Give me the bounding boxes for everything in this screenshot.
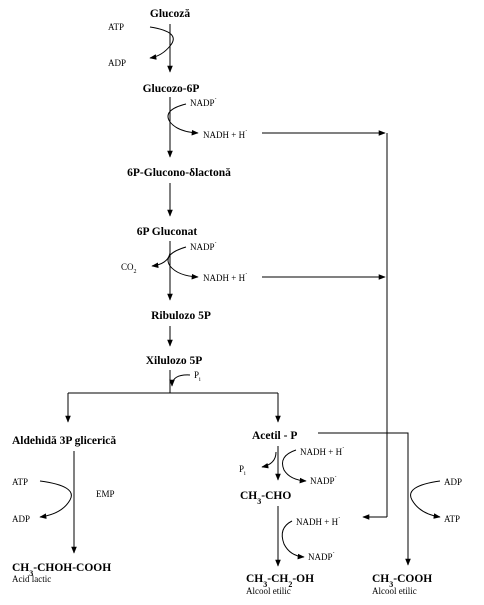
cofactor-nadp-2: NADP` — [190, 241, 217, 252]
curve-nadp-nadh-1 — [167, 103, 199, 136]
cofactor-adp-3: ADP — [444, 477, 462, 487]
curve-pi-out — [261, 451, 277, 469]
node-aldehida-3p-glicerica: Aldehidă 3P glicerică — [12, 435, 116, 447]
curve-atp-adp-1 — [149, 26, 174, 60]
cofactor-nadp-3: NADP` — [310, 475, 337, 486]
cofactor-nadh-2: NADH + H` — [203, 272, 247, 283]
node-ch3-cooh: CH3-COOH — [372, 573, 432, 589]
cofactor-nadh-1: NADH + H` — [203, 129, 247, 140]
curve-co2-release — [151, 252, 171, 268]
cofactor-atp-3: ATP — [444, 514, 460, 524]
node-glucoza: Glucoză — [150, 8, 190, 20]
curve-adp-atp-3 — [410, 480, 441, 519]
cofactor-nadh-4: NADH + H` — [296, 516, 340, 527]
node-6p-gluconat: 6P Gluconat — [137, 226, 198, 238]
cofactor-pi-1: Pi — [194, 370, 201, 383]
node-ch3-choh-cooh: CH3-CHOH-COOH — [12, 562, 111, 578]
node-glucozo-6p: Glucozo-6P — [143, 83, 200, 95]
cofactor-pi-2: Pi — [239, 464, 246, 477]
cofactor-nadh-3: NADH + H` — [300, 446, 344, 457]
node-ch3-cho: CH3-CHO — [240, 490, 291, 506]
cofactor-nadp-1: NADP` — [190, 97, 217, 108]
curve-nadh-nadp-4 — [281, 520, 305, 560]
node-ch3-ch2-oh: CH3-CH2-OH — [246, 573, 314, 589]
arrow-acetil-to-acetate — [318, 432, 411, 566]
node-xilulozo-5p: Xilulozo 5P — [146, 355, 203, 367]
cofactor-co2: CO2 — [121, 262, 137, 275]
cofactor-atp-2: ATP — [12, 477, 28, 487]
node-6p-glucono-lactona: 6P-Glucono-δlactonă — [127, 167, 231, 179]
cofactor-adp-1: ADP — [108, 58, 126, 68]
curve-atp-adp-2 — [39, 480, 72, 519]
curve-nadh-nadp-3 — [282, 449, 307, 484]
node-acetil-p: Acetil - P — [252, 430, 297, 442]
cofactor-nadp-4: NADP` — [308, 551, 335, 562]
subtitle-acid-lactic: Acid lactic — [12, 574, 51, 584]
cofactor-adp-2: ADP — [12, 514, 30, 524]
label-emp: EMP — [96, 489, 115, 499]
cofactor-atp-1: ATP — [108, 22, 124, 32]
node-ribulozo-5p: Ribulozo 5P — [151, 310, 211, 322]
subtitle-alcool-etilic-2: Alcool etilic — [372, 586, 417, 596]
subtitle-alcool-etilic-1: Alcool etilic — [246, 586, 291, 596]
curve-pi-in — [169, 374, 191, 387]
curve-nadp-nadh-2 — [167, 246, 199, 280]
